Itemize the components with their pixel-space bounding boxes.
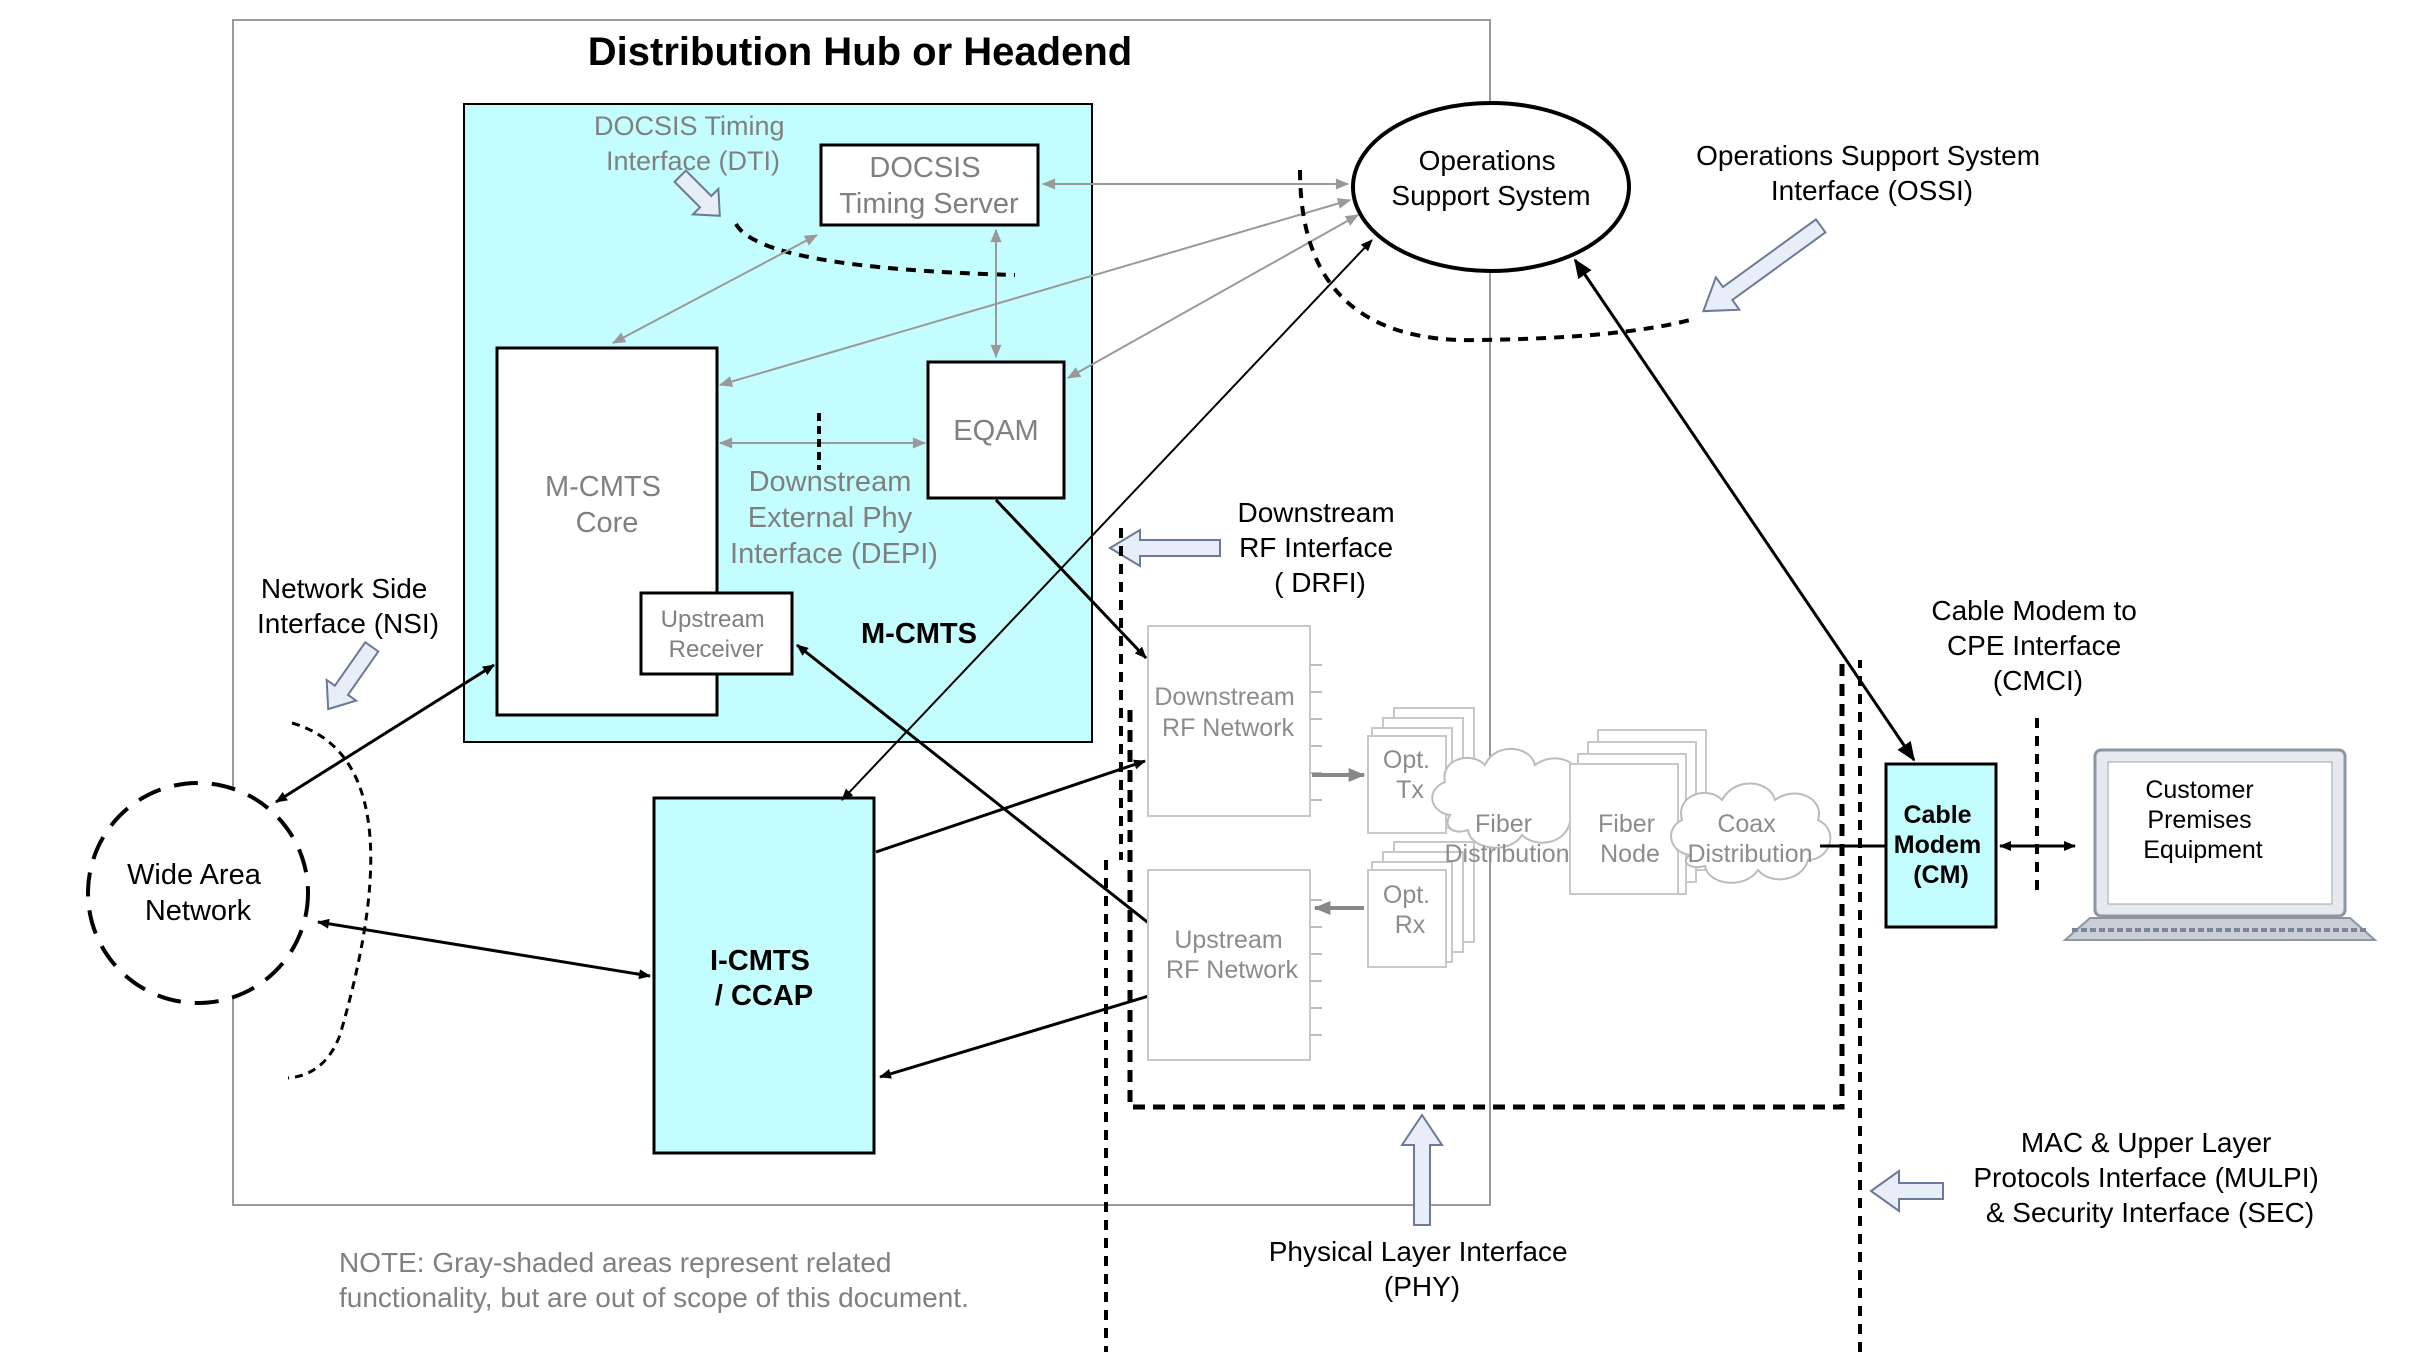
- oss-ellipse: [1351, 101, 1631, 273]
- upstream-receiver-box: [639, 591, 794, 676]
- opt-rx-stack: [1367, 841, 1475, 968]
- fiber-distribution-label: Fiber Distribution: [1444, 810, 1569, 868]
- icmts-box: [652, 796, 876, 1155]
- depi-label: Downstream External Phy Interface (DEPI): [730, 466, 938, 570]
- upstream-receiver-label: Upstream Receiver: [661, 606, 772, 663]
- fiber-node-label: Fiber Node: [1598, 810, 1662, 868]
- drfi-hollow-arrow-icon: [1108, 528, 1221, 568]
- coax-distribution-cloud-icon: [1670, 782, 1832, 884]
- nsi-hollow-arrow-icon: [325, 640, 380, 711]
- us-rf-network-box: [1147, 869, 1311, 1061]
- ossi-label: Operations Support System Interface (OSS…: [1696, 140, 2048, 206]
- mulpi-interface-boundary: [1104, 660, 1862, 1352]
- mcmts-label: M-CMTS: [861, 618, 977, 650]
- ds-rf-network-label: Downstream RF Network: [1154, 683, 1301, 742]
- us-rf-to-icmts-arrow: [879, 993, 1153, 1079]
- laptop-icon: [2062, 748, 2378, 941]
- mcmts-core-label: M-CMTS Core: [545, 471, 669, 539]
- cable-modem-label: Cable Modem (CM): [1894, 801, 1988, 889]
- mulpi-hollow-arrow-icon: [1869, 1169, 1944, 1213]
- wan-to-mcmts-core-arrow: [275, 663, 495, 804]
- oss-to-cable-modem-arrow: [1573, 258, 1916, 762]
- scope-note: NOTE: Gray-shaded areas represent relate…: [339, 1247, 969, 1313]
- opt-tx-label: Opt. Tx: [1383, 746, 1437, 804]
- us-rf-network-ports: [1310, 899, 1322, 1036]
- dti-label: DOCSIS Timing Interface (DTI): [594, 111, 792, 176]
- us-rf-to-upstream-receiver-arrow: [796, 643, 1171, 942]
- cpe-label: Customer Premises Equipment: [2143, 776, 2263, 864]
- ds-rf-network-ports: [1310, 664, 1322, 801]
- wan-circle: [86, 781, 310, 1005]
- cmci-label: Cable Modem to CPE Interface (CMCI): [1931, 595, 2144, 696]
- phy-label: Physical Layer Interface (PHY): [1269, 1236, 1576, 1302]
- dti-hollow-arrow-icon: [673, 169, 721, 217]
- ossi-hollow-arrow-icon: [1701, 218, 1827, 313]
- us-rf-network-label: Upstream RF Network: [1166, 926, 1298, 984]
- opt-rx-label: Opt. Rx: [1383, 881, 1437, 939]
- nsi-label: Network Side Interface (NSI): [257, 573, 439, 639]
- ds-rf-network-box: [1147, 625, 1311, 817]
- phy-hollow-arrow-icon: [1400, 1113, 1444, 1226]
- coax-distribution-label: Coax Distribution: [1687, 810, 1812, 868]
- cable-modem-box: [1884, 762, 1998, 929]
- distribution-hub-frame: [232, 19, 1491, 1206]
- drfi-label: Downstream RF Interface ( DRFI): [1238, 497, 1403, 598]
- icmts-to-ds-rf-arrow: [875, 759, 1146, 854]
- diagram-title: Distribution Hub or Headend: [588, 30, 1132, 74]
- eqam-to-ds-rf-arrow: [994, 498, 1148, 660]
- oss-label: Operations Support System: [1391, 145, 1590, 211]
- wan-label: Wide Area Network: [127, 859, 269, 927]
- wan-to-icmts-arrow: [317, 918, 651, 980]
- icmts-label: I-CMTS / CCAP: [710, 945, 818, 1012]
- mulpi-label: MAC & Upper Layer Protocols Interface (M…: [1973, 1127, 2326, 1228]
- icmts-to-oss-arrow: [841, 239, 1373, 801]
- eqam-label: EQAM: [953, 415, 1038, 447]
